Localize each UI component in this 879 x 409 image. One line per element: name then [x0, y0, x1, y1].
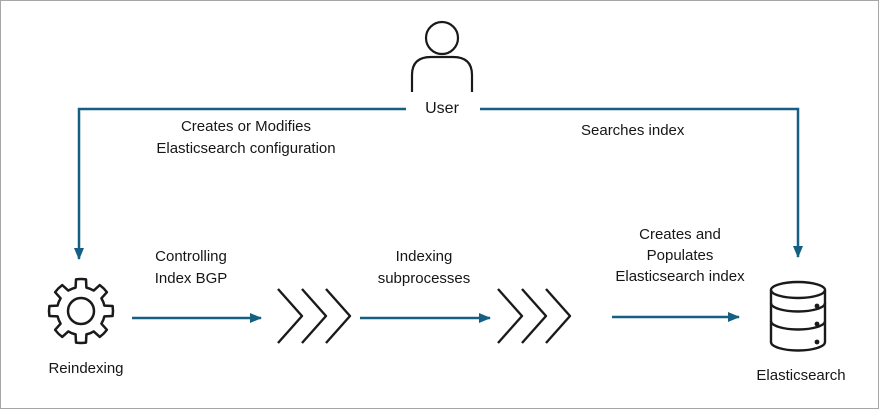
chevrons-icon-2: [497, 288, 572, 344]
elasticsearch-label: Elasticsearch: [756, 367, 846, 384]
gear-icon: [47, 277, 115, 345]
person-shoulders: [410, 55, 474, 92]
edge-label-line: Populates: [646, 247, 714, 264]
user-to-elasticsearch-connector: [480, 107, 803, 258]
database-icon: [769, 280, 827, 352]
edge-label-line: Controlling: [155, 248, 227, 265]
edge-label-line: Indexing: [395, 248, 453, 265]
user-to-reindexing-edge-label: Creates or Modifies Elasticsearch config…: [116, 116, 376, 160]
indexing-subprocesses-label: Indexing subprocesses: [344, 246, 504, 290]
creates-populates-label: Creates and Populates Elasticsearch inde…: [585, 224, 775, 287]
edge-label-line: Creates and: [639, 226, 721, 243]
person-head: [424, 20, 460, 56]
person-icon: [410, 20, 474, 92]
user-to-elasticsearch-edge-label: Searches index: [581, 122, 685, 139]
edge-label-line: Creates or Modifies: [180, 118, 312, 135]
edge-label-line: subprocesses: [377, 270, 471, 287]
edge-label-line: Elasticsearch configuration: [156, 140, 336, 157]
chevrons-icon-1: [277, 288, 352, 344]
edge-label-line: Elasticsearch index: [615, 268, 745, 285]
connector-lines: [74, 107, 803, 323]
reindexing-label: Reindexing: [48, 360, 124, 377]
user-to-reindexing-connector: [74, 107, 406, 260]
user-label: User: [425, 100, 459, 117]
controlling-index-bgp-label: Controlling Index BGP: [111, 246, 271, 290]
icon-shapes: [47, 20, 827, 352]
edge-label-line: Index BGP: [154, 270, 228, 287]
